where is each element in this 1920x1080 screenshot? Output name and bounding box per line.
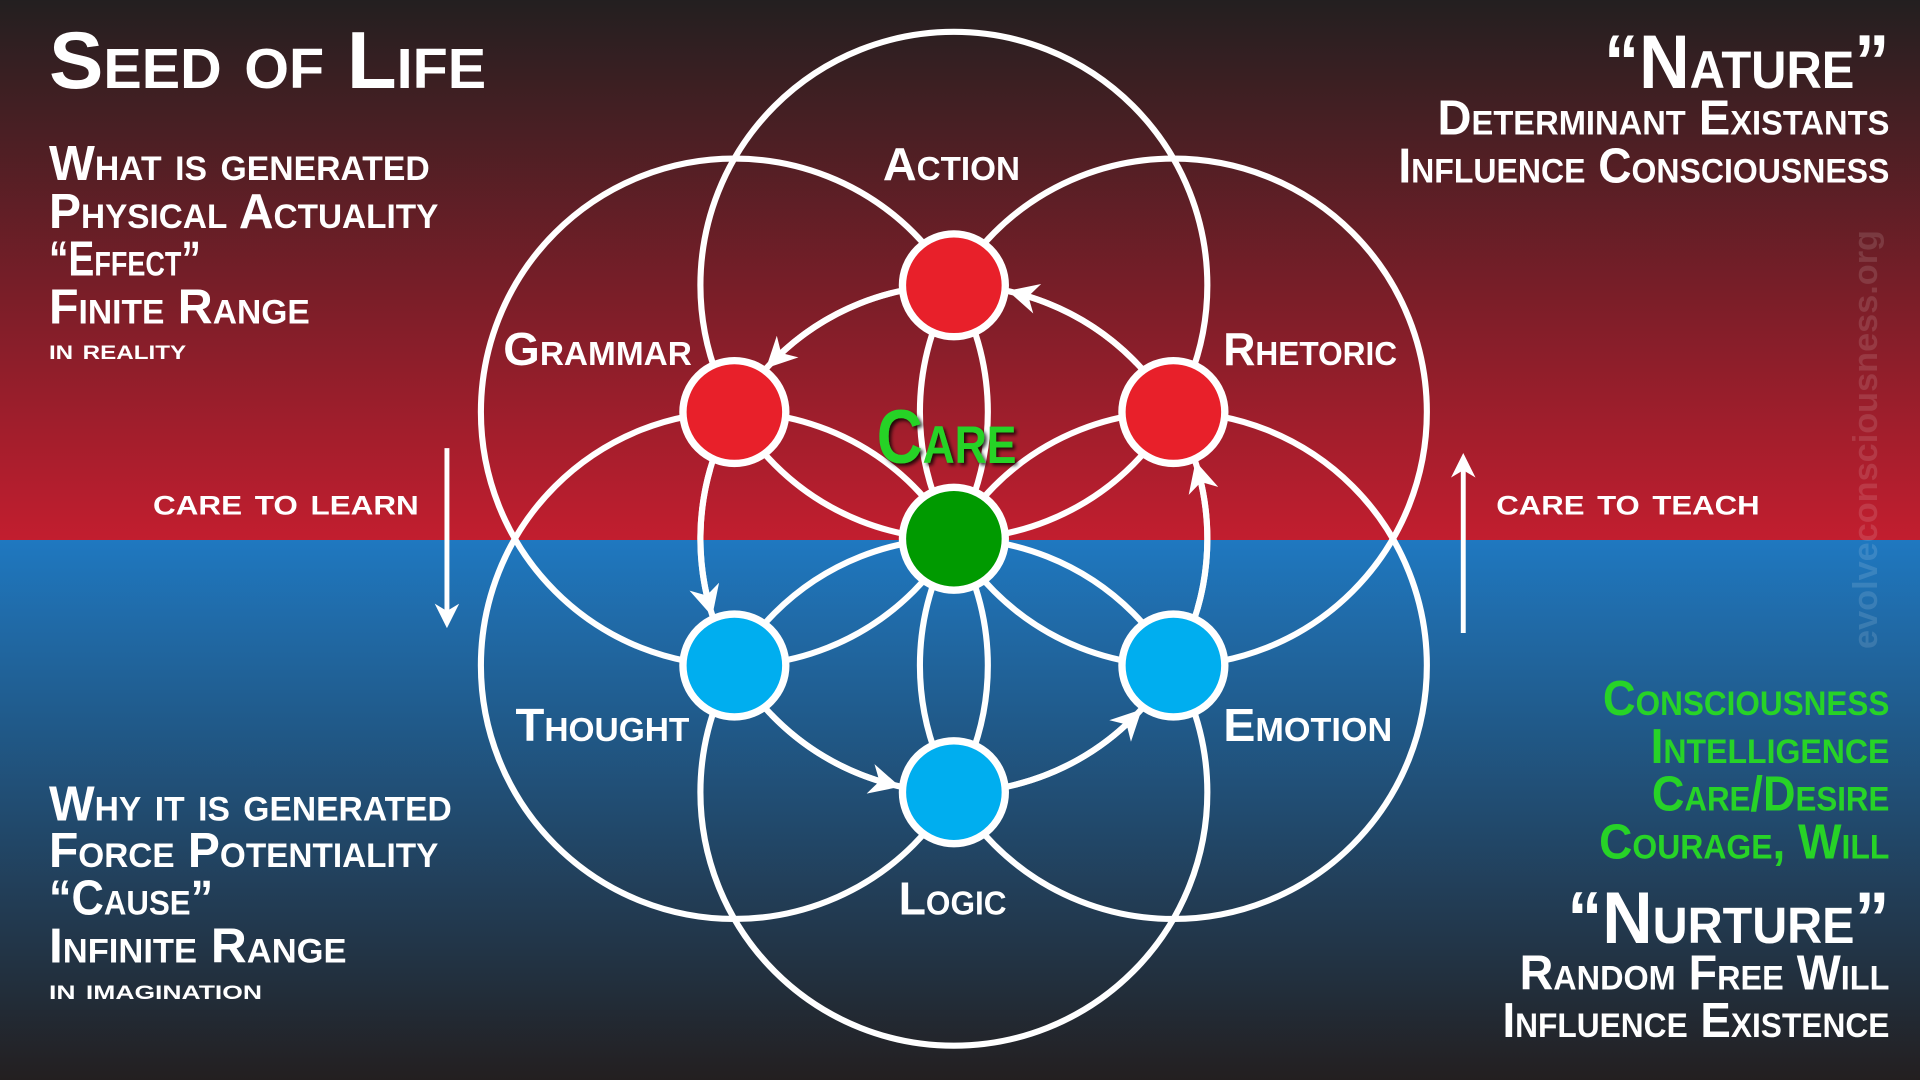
- bottom-right-line: Influence Existence: [1502, 994, 1889, 1048]
- top-left-sub: in reality: [49, 335, 187, 365]
- bottom-left-line: Force Potentiality: [49, 824, 439, 878]
- node-rhetoric: [1118, 356, 1229, 468]
- node-label-rhetoric: Rhetoric: [1223, 323, 1397, 375]
- care-to-teach-label: care to teach: [1496, 480, 1759, 523]
- care-to-learn-label: care to learn: [153, 480, 419, 523]
- top-left-line: Physical Actuality: [49, 185, 439, 239]
- bottom-left-line: Infinite Range: [49, 919, 347, 973]
- node-thought: [679, 610, 790, 721]
- node-label-care: Care: [877, 395, 1017, 480]
- green-line: Care/Desire: [1652, 768, 1890, 822]
- flow-arrows: [689, 283, 1219, 794]
- nodes: [679, 230, 1229, 848]
- node-label-logic: Logic: [899, 873, 1007, 925]
- arrow-thought-to-logic-icon: [769, 712, 901, 794]
- node-label-action: Action: [883, 138, 1020, 190]
- node-care: [898, 483, 1009, 594]
- bottom-left-sub: in imagination: [49, 975, 262, 1005]
- bottom-right-line: Random Free Will: [1520, 946, 1890, 1000]
- top-right-line: Determinant Existants: [1438, 92, 1890, 146]
- arrow-emotion-to-rhetoric-icon: [1188, 461, 1219, 610]
- nature-heading: “Nature”: [1604, 20, 1889, 105]
- green-line: Courage, Will: [1599, 815, 1889, 869]
- node-logic: [898, 737, 1009, 848]
- bottom-left-line: “Cause”: [49, 872, 213, 926]
- arrow-logic-to-emotion-icon: [1014, 709, 1142, 788]
- top-right-line: Influence Consciousness: [1398, 139, 1889, 193]
- arrow-rhetoric-to-action-icon: [1007, 283, 1139, 365]
- top-left-line: Finite Range: [49, 280, 310, 334]
- top-left-line: What is generated: [49, 137, 430, 191]
- arrow-grammar-to-thought-icon: [689, 468, 720, 617]
- nurture-heading: “Nurture”: [1567, 876, 1889, 959]
- node-grammar: [679, 356, 790, 468]
- arrow-action-to-grammar-icon: [765, 289, 894, 369]
- bottom-left-line: Why it is generated: [49, 777, 452, 831]
- watermark: evolveconsciousness.org: [1847, 230, 1885, 649]
- node-emotion: [1118, 610, 1229, 721]
- node-label-emotion: Emotion: [1223, 699, 1392, 751]
- node-label-thought: Thought: [516, 699, 690, 751]
- green-line: Intelligence: [1651, 720, 1890, 774]
- node-action: [898, 230, 1009, 341]
- page-title: Seed of Life: [49, 16, 486, 106]
- node-label-grammar: Grammar: [503, 323, 692, 375]
- green-line: Consciousness: [1603, 672, 1890, 726]
- top-left-line: “Effect”: [49, 233, 201, 287]
